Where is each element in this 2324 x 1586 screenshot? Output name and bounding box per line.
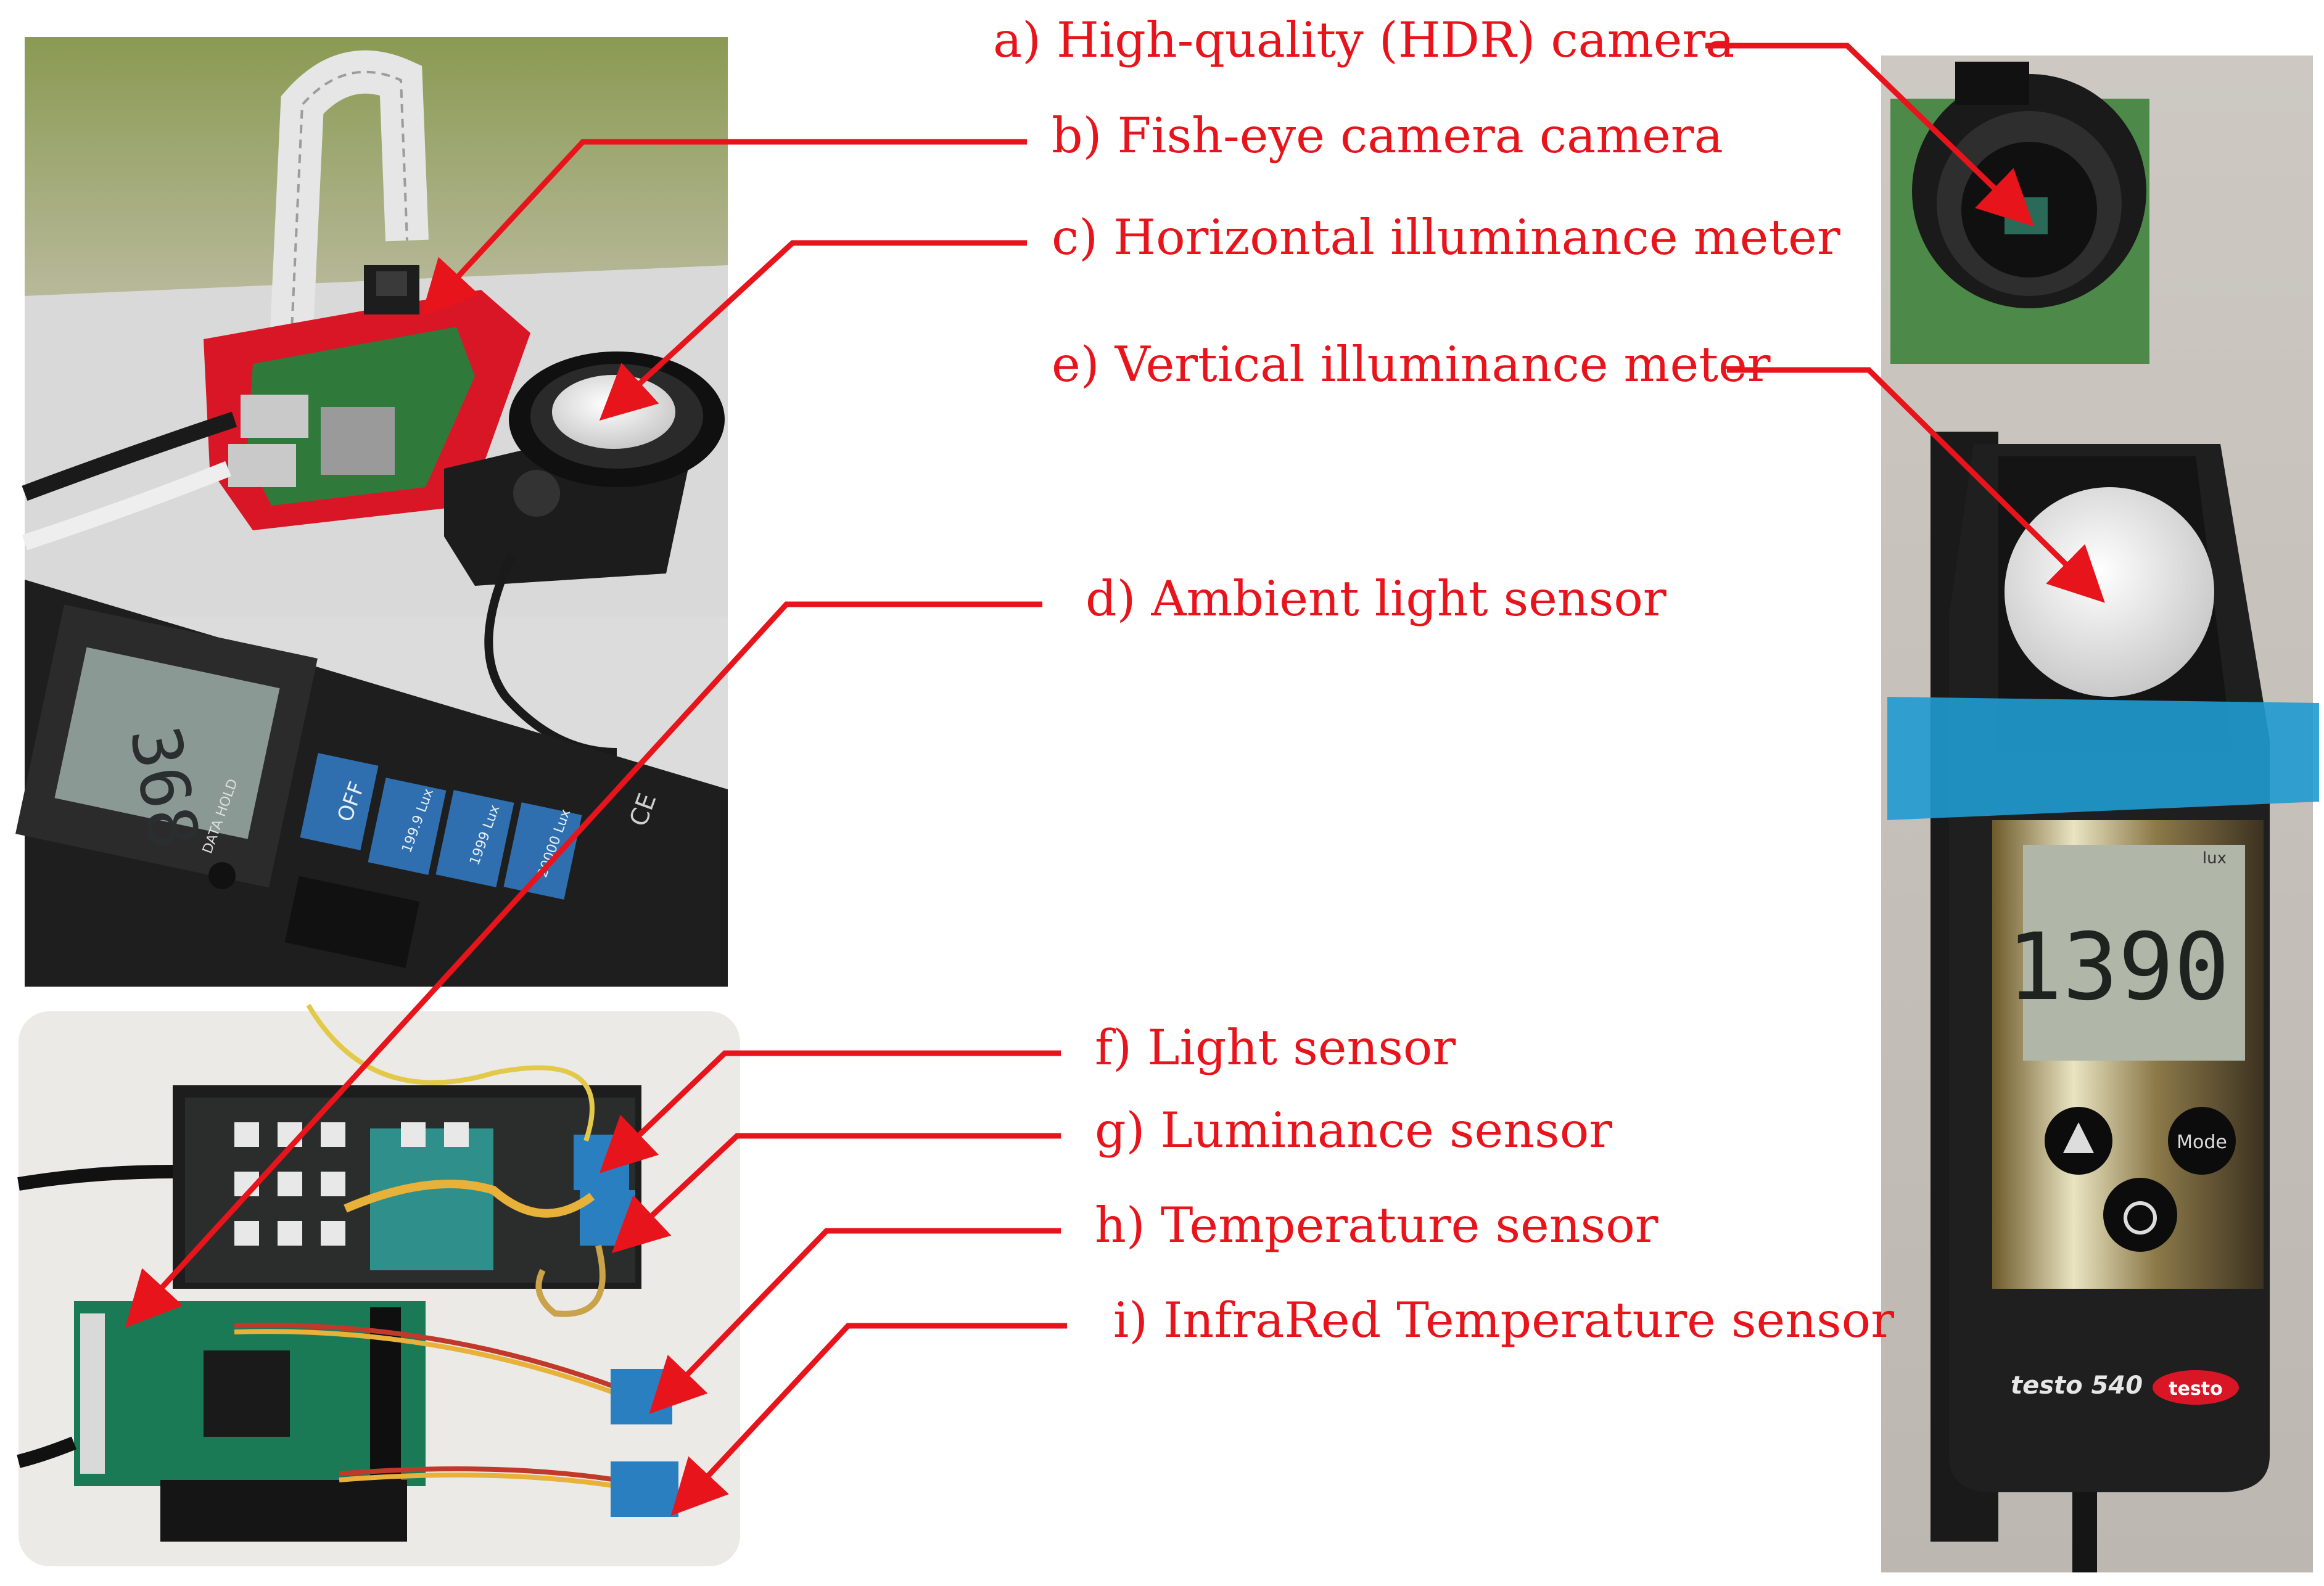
label-h: h) Temperature sensor (1095, 1197, 1659, 1254)
photo-testo-meter: lux 1390 Mode testo 540 testo (1881, 55, 2319, 1572)
arrow-c (599, 240, 1027, 421)
arrow-f (600, 1050, 1061, 1173)
light-sensor-module (574, 1135, 629, 1190)
label-b: b) Fish-eye camera camera (1052, 107, 1723, 164)
vertical-sensor-dome (2005, 487, 2214, 697)
photo-raspberry-setup: 368 OFF 199.9 Lux 1999 Lux 20000 Lux DAT… (15, 37, 728, 987)
raspberry-pi-case (204, 265, 530, 530)
arrow-h (649, 1228, 1061, 1414)
label-a: a) High-quality (HDR) camera (993, 12, 1734, 68)
testo-540-meter: lux 1390 Mode testo 540 testo (1887, 432, 2319, 1542)
label-f: f) Light sensor (1095, 1019, 1456, 1076)
arrow-a (1705, 43, 2034, 227)
annotation-arrows (125, 43, 2105, 1516)
testo-reading-text: 1390 (2007, 914, 2230, 1021)
label-d: d) Ambient light sensor (1086, 570, 1667, 627)
up-arrow-icon (2063, 1122, 2094, 1153)
testo-display (2023, 845, 2245, 1061)
power-icon (2124, 1201, 2157, 1235)
testo-brand-text: testo (2169, 1378, 2223, 1400)
arrow-i (670, 1323, 1067, 1516)
infrared-temperature-sensor-module (611, 1461, 678, 1517)
arrow-b (421, 139, 1027, 317)
label-g: g) Luminance sensor (1095, 1102, 1612, 1159)
grove-connectors (234, 1122, 469, 1246)
annotation-labels: a) High-quality (HDR) camera b) Fish-eye… (993, 12, 1894, 1349)
ribbon-cable (268, 50, 429, 371)
label-i: i) InfraRed Temperature sensor (1113, 1292, 1894, 1349)
handheld-lux-meter: 368 OFF 199.9 Lux 1999 Lux 20000 Lux DAT… (15, 580, 728, 987)
testo-unit-text: lux (2202, 849, 2227, 868)
mode-button-text: Mode (2177, 1132, 2227, 1153)
testo-model-text: testo 540 (2011, 1371, 2143, 1400)
arrow-d (125, 601, 1042, 1328)
arrow-e (1727, 367, 2105, 603)
mode-button (2168, 1107, 2236, 1175)
label-e: e) Vertical illuminance meter (1052, 336, 1771, 393)
arrow-g (611, 1133, 1061, 1254)
power-button (2103, 1178, 2177, 1252)
photo-arduino-setup (17, 1003, 740, 1566)
label-c: c) Horizontal illuminance meter (1052, 209, 1840, 266)
